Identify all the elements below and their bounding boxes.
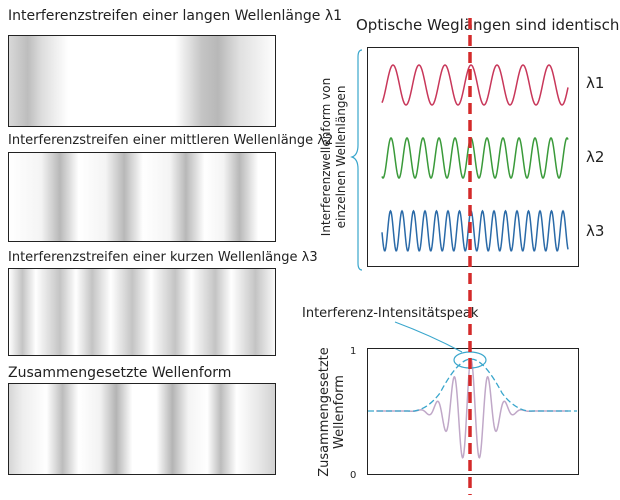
fringe-pattern-mid	[9, 153, 275, 241]
graph-ylabel-line2: Wellenform	[332, 375, 347, 449]
wave-lambda2	[381, 137, 569, 179]
graph-ylabel-group: Zusammengesetzte Wellenform 1 0	[317, 346, 356, 481]
fringe-panel-long	[8, 35, 276, 127]
title-short-wavelength: Interferenzstreifen einer kurzen Wellenl…	[8, 250, 318, 265]
fringe-panel-short	[8, 268, 276, 356]
waveform-svg	[381, 64, 569, 252]
wave-lambda1	[381, 64, 569, 106]
tick-top: 1	[350, 346, 356, 357]
fringe-panel-composite	[8, 383, 276, 475]
fringe-panel-mid	[8, 152, 276, 242]
fringe-pattern-short	[9, 269, 275, 355]
label-lambda1: λ1	[586, 74, 605, 92]
title-long-wavelength: Interferenzstreifen einer langen Wellenl…	[8, 8, 343, 24]
side-label-line1: Interferenzwellenform von	[319, 78, 333, 236]
title-optical-path: Optische Weglängen sind identisch	[356, 16, 620, 34]
fringe-pattern-long	[9, 36, 275, 126]
title-mid-wavelength: Interferenzstreifen einer mittleren Well…	[8, 133, 334, 148]
callout-line	[394, 321, 463, 353]
label-lambda2: λ2	[586, 148, 605, 166]
graph-ylabel-line1: Zusammengesetzte	[317, 347, 332, 477]
title-composite: Zusammengesetzte Wellenform	[8, 365, 232, 381]
wave-lambda3	[381, 209, 569, 252]
side-label-group: Interferenzwellenform von einzelnen Well…	[319, 49, 363, 271]
bracket-shape	[350, 49, 363, 271]
tick-bottom: 0	[350, 470, 356, 481]
peak-label: Interferenz-Intensitätspeak	[302, 306, 479, 321]
waveform-box	[367, 47, 579, 267]
label-lambda3: λ3	[586, 222, 605, 240]
fringe-pattern-composite	[9, 384, 275, 474]
side-label-line2: einzelnen Wellenlängen	[334, 86, 348, 229]
